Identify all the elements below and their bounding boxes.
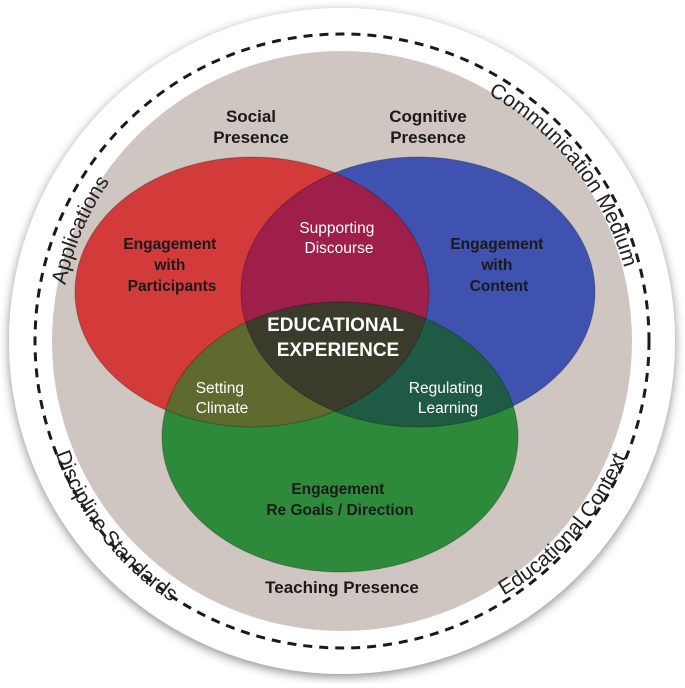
dashed-boundary-circle (33, 32, 651, 650)
cognitive-region-label: Engagement with Content (450, 236, 547, 295)
setting-climate-label: Setting Climate (196, 380, 249, 417)
educational-experience-label: EDUCATIONAL EXPERIENCE (267, 315, 409, 361)
cognitive-presence-title-line2: Presence (390, 128, 466, 147)
social-presence-title-line2: Presence (213, 128, 289, 147)
teaching-region-label: Engagement Re Goals / Direction (266, 481, 413, 519)
social-region-label: Engagement with Participants (123, 236, 220, 295)
cognitive-presence-title: Cognitive (389, 107, 466, 126)
social-presence-title: Social (226, 107, 276, 126)
setting-climate-overlap (162, 302, 429, 427)
regulating-learning-label: Regulating Learning (409, 380, 487, 417)
teaching-presence-title: Teaching Presence (265, 578, 419, 597)
supporting-discourse-label: Supporting Discourse (299, 220, 378, 257)
